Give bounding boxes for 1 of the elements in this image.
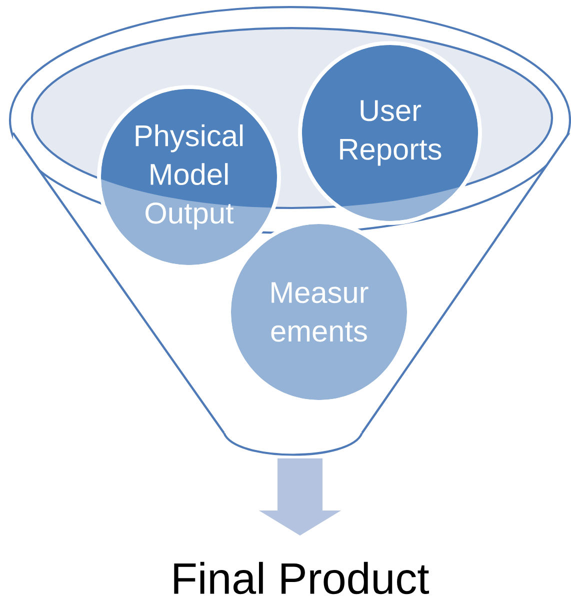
result-text: Final Product [174, 562, 429, 594]
